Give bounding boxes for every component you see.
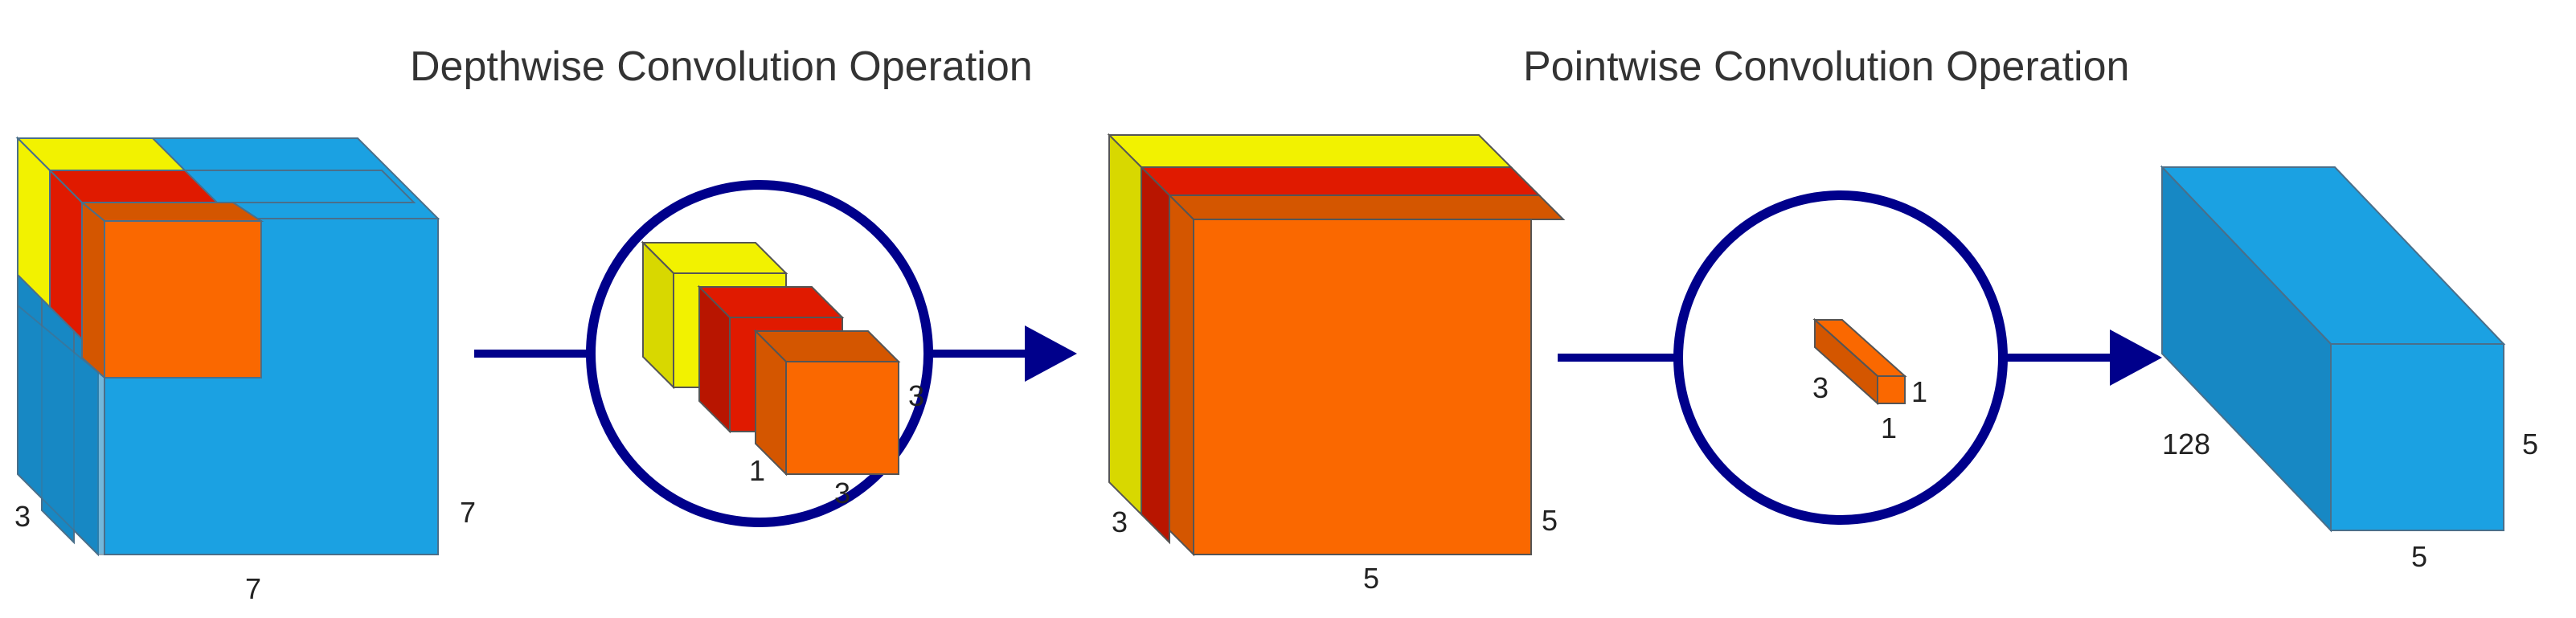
arrow-depthwise-head — [1025, 325, 1077, 382]
pointwise-label-height: 1 — [1911, 375, 1927, 408]
pointwise-label-width: 1 — [1881, 411, 1897, 444]
kernel-label-height: 3 — [908, 379, 924, 412]
intermediate-block — [1107, 133, 1566, 557]
pointwise-title: Pointwise Convolution Operation — [1523, 43, 2129, 90]
input-kernel-side — [81, 200, 105, 380]
mid-yellow-top — [1107, 134, 1513, 168]
mid-orange-front — [1193, 219, 1532, 555]
input-block — [15, 136, 440, 557]
mid-label-depth: 3 — [1112, 505, 1128, 538]
pointwise-kernel — [1812, 317, 1907, 406]
mid-label-height: 5 — [1542, 504, 1558, 537]
mid-label-width: 5 — [1363, 562, 1379, 595]
input-label-depth: 3 — [14, 500, 31, 533]
input-label-height: 7 — [460, 496, 476, 529]
output-label-depth: 128 — [2162, 428, 2210, 460]
kernel-label-depth: 1 — [749, 454, 765, 487]
kernel-orange-front — [785, 361, 899, 475]
pointwise-kernel-front — [1877, 375, 1906, 404]
input-kernel-top — [80, 202, 264, 222]
output-block — [2160, 165, 2506, 533]
output-label-height: 5 — [2522, 428, 2538, 460]
mid-orange-top — [1167, 194, 1566, 220]
mid-red-side — [1141, 165, 1170, 545]
mid-orange-side — [1169, 193, 1194, 557]
input-label-width: 7 — [245, 572, 261, 605]
arrow-pointwise-head — [2110, 329, 2162, 386]
output-label-width: 5 — [2411, 540, 2427, 573]
input-kernel-front — [104, 220, 262, 379]
mid-red-top — [1139, 166, 1542, 196]
mid-yellow-side — [1108, 133, 1142, 517]
pointwise-label-depth: 3 — [1812, 371, 1829, 404]
depthwise-title: Depthwise Convolution Operation — [410, 43, 1033, 90]
output-front — [2330, 343, 2504, 531]
input-bevel — [17, 303, 105, 555]
depthwise-kernels — [641, 240, 901, 477]
kernel-label-width: 3 — [834, 477, 850, 510]
